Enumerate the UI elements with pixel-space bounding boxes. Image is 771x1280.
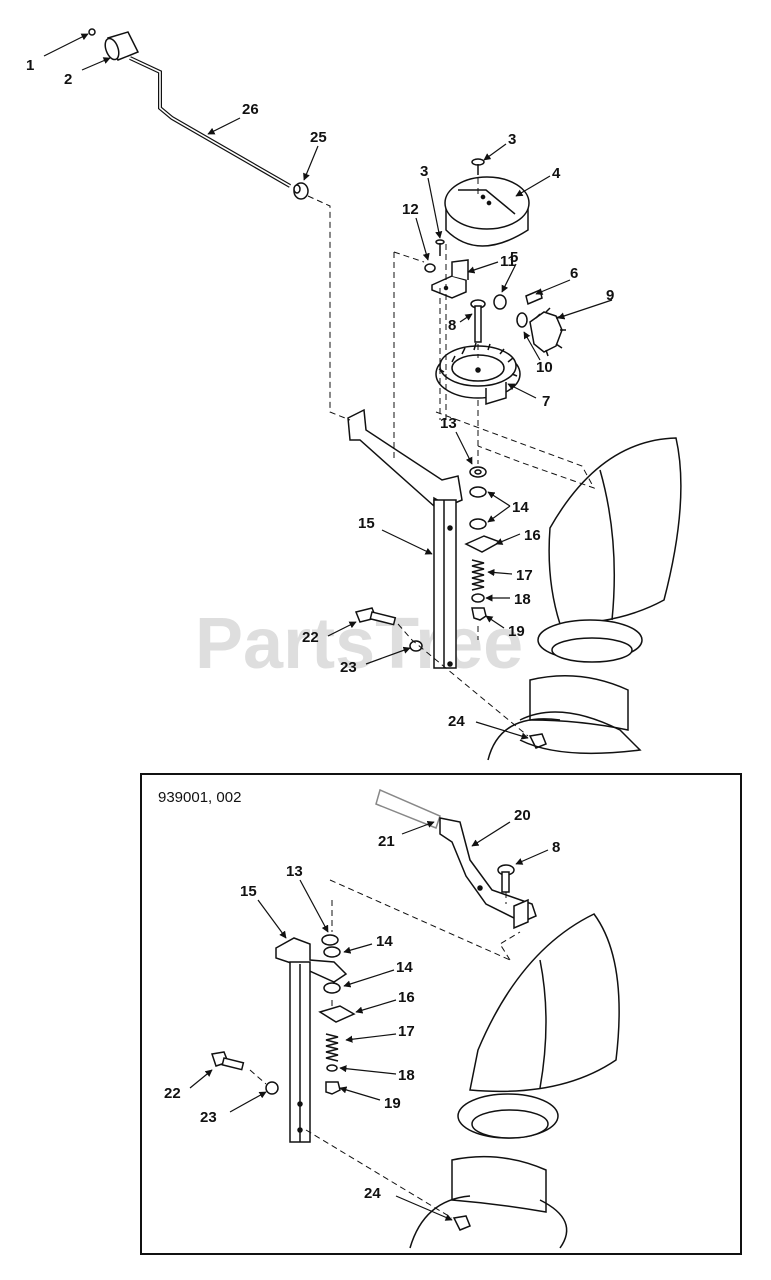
- part-23-washer: [409, 640, 423, 652]
- part-11-bracket: [431, 259, 469, 299]
- inset-title: 939001, 002: [158, 789, 241, 806]
- inset-guide-lines: [249, 879, 521, 1219]
- inset-label-15: 15: [240, 883, 257, 900]
- inset-part-21-tube: [375, 788, 441, 829]
- inset-leader-lines: [189, 820, 549, 1221]
- label-26: 26: [242, 101, 259, 118]
- part-22-bolt: [354, 607, 397, 626]
- label-10: 10: [536, 359, 553, 376]
- main-leader-lines: [43, 33, 613, 740]
- label-19: 19: [508, 623, 525, 640]
- label-3-top: 3: [508, 131, 516, 148]
- label-4: 4: [552, 165, 561, 182]
- discharge-chute: [487, 437, 682, 761]
- label-1: 1: [26, 57, 34, 74]
- part-13-washer: [469, 466, 487, 478]
- inset-part-16-plate: [318, 1005, 356, 1023]
- part-14-washers: [469, 486, 487, 530]
- inset-part-22-bolt: [211, 1051, 245, 1071]
- part-1-screw: [88, 28, 96, 36]
- main-diagram: [88, 28, 682, 761]
- inset-part-23-washer: [265, 1081, 279, 1095]
- inset-part-24-nut: [452, 1215, 471, 1231]
- inset-label-22: 22: [164, 1085, 181, 1102]
- label-11: 11: [500, 253, 516, 270]
- inset-part-18-washer: [326, 1064, 338, 1072]
- part-24-nut: [528, 733, 547, 749]
- inset-part-13-washer: [321, 934, 339, 946]
- label-3-side: 3: [420, 163, 428, 180]
- part-4-cap: [444, 176, 530, 247]
- part-7-ring-gear: [435, 342, 521, 406]
- label-23: 23: [340, 659, 357, 676]
- label-25: 25: [310, 129, 327, 146]
- part-3-screw-top: [471, 158, 485, 175]
- inset-border: [140, 773, 742, 1255]
- label-22: 22: [302, 629, 319, 646]
- part-19-nut: [471, 607, 487, 621]
- part-2-handle-grip: [104, 31, 140, 61]
- inset-panel: 939001, 002: [140, 773, 742, 1255]
- label-14: 14: [512, 499, 529, 516]
- part-9-gear: [529, 307, 566, 357]
- inset-label-24: 24: [364, 1185, 381, 1202]
- inset-label-16: 16: [398, 989, 415, 1006]
- inset-part-17-spring: [325, 1033, 339, 1062]
- inset-part-19-nut: [325, 1081, 341, 1095]
- label-6: 6: [570, 265, 578, 282]
- inset-label-14-b: 14: [396, 959, 413, 976]
- label-5: 5: [510, 249, 518, 266]
- inset-label-18: 18: [398, 1067, 415, 1084]
- inset-label-8: 8: [552, 839, 560, 856]
- label-17: 17: [516, 567, 533, 584]
- inset-parts: [211, 788, 620, 1249]
- part-12-washer: [424, 263, 436, 273]
- part-10-washer: [516, 312, 528, 328]
- label-13: 13: [440, 415, 457, 432]
- part-3-screw-side: [435, 239, 445, 256]
- part-8-bolt: [470, 299, 486, 343]
- inset-discharge-chute: [409, 913, 620, 1249]
- label-2: 2: [64, 71, 72, 88]
- label-9: 9: [606, 287, 614, 304]
- inset-part-14-washers: [323, 946, 341, 994]
- part-18-washer: [471, 593, 485, 603]
- part-26-crank-rod: [129, 56, 291, 188]
- part-25-bushing: [293, 182, 309, 200]
- label-15: 15: [358, 515, 375, 532]
- label-16: 16: [524, 527, 541, 544]
- inset-part-8-bolt: [497, 864, 515, 893]
- part-17-spring: [471, 559, 485, 591]
- inset-label-17: 17: [398, 1023, 415, 1040]
- inset-label-14-a: 14: [376, 933, 393, 950]
- label-7: 7: [542, 393, 550, 410]
- main-labels: 1 2 26 25 3 4 3 12 11 5 6 9 8 10 7 13 14…: [26, 57, 614, 730]
- inset-part-20-bracket: [439, 817, 537, 930]
- inset-label-20: 20: [514, 807, 531, 824]
- inset-label-19: 19: [384, 1095, 401, 1112]
- inset-labels: 20 21 8 13 15 14 14 16 17 18 22 23 19 24: [164, 807, 560, 1202]
- inset-label-23: 23: [200, 1109, 217, 1126]
- part-16-plate: [464, 535, 502, 553]
- inset-part-15-bracket: [275, 937, 348, 1143]
- label-8: 8: [448, 317, 456, 334]
- part-5-bushing: [493, 294, 507, 310]
- label-24: 24: [448, 713, 465, 730]
- main-guide-lines: [307, 178, 596, 737]
- label-18: 18: [514, 591, 531, 608]
- label-12: 12: [402, 201, 419, 218]
- part-15-support-bracket: [347, 408, 463, 669]
- inset-label-13: 13: [286, 863, 303, 880]
- inset-label-21: 21: [378, 833, 395, 850]
